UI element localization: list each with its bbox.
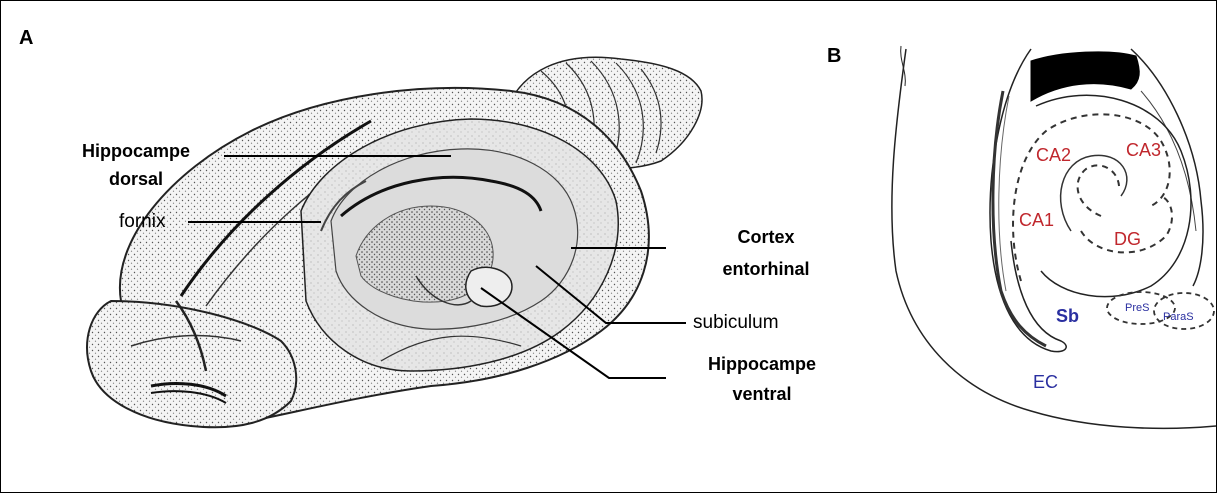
label-paras: ParaS (1163, 306, 1194, 328)
label-ca3: CA3 (1126, 139, 1161, 161)
label-ec: EC (1033, 371, 1058, 393)
label-ca1: CA1 (1019, 209, 1054, 231)
label-dg: DG (1114, 228, 1141, 250)
label-pres: PreS (1125, 297, 1149, 319)
label-ca2: CA2 (1036, 144, 1071, 166)
label-sb: Sb (1056, 305, 1079, 327)
ventricle-shape (1031, 52, 1139, 101)
